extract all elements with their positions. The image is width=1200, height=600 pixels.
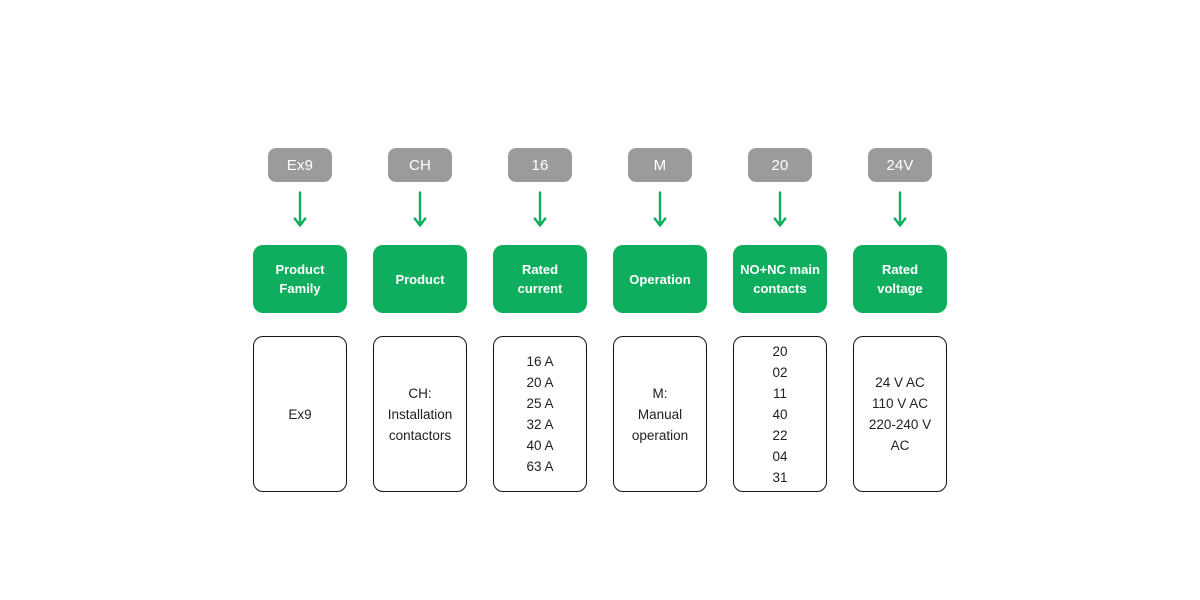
code-pill-label: CH bbox=[408, 156, 432, 174]
value-line: 31 bbox=[772, 469, 788, 485]
field-label: Rated current bbox=[517, 262, 563, 296]
field-values-box: 16 A 20 A 25 A 32 A 40 A 63 A bbox=[493, 336, 587, 492]
value-line: Manual bbox=[637, 406, 683, 422]
code-pill: 24V bbox=[868, 148, 932, 182]
code-pill: 20 bbox=[748, 148, 812, 182]
value-line: AC bbox=[890, 438, 910, 453]
down-arrow-icon bbox=[533, 191, 547, 227]
value-line: 20 A bbox=[526, 375, 554, 390]
value-line: 40 A bbox=[526, 438, 554, 453]
code-column: Ex9 Product Family Ex9 bbox=[253, 148, 347, 492]
field-label-box: Rated voltage bbox=[853, 245, 947, 313]
value-line: 22 bbox=[772, 427, 788, 443]
code-column: 16 Rated current 16 A 20 A 25 A 32 A 40 A 63 … bbox=[493, 148, 587, 492]
code-pill: M bbox=[628, 148, 692, 182]
value-line: 220-240 V bbox=[868, 417, 932, 432]
value-line: contactors bbox=[388, 427, 452, 443]
code-column: 20 NO+NC main contacts 20 02 11 40 22 04 31 bbox=[733, 148, 827, 492]
value-line: Installation bbox=[387, 406, 453, 422]
field-label-box: NO+NC main contacts bbox=[733, 245, 827, 313]
field-values-box: 20 02 11 40 22 04 31 bbox=[733, 336, 827, 492]
field-label: NO+NC main contacts bbox=[740, 262, 820, 296]
value-line: CH: bbox=[408, 385, 432, 401]
value-line: 25 A bbox=[526, 396, 554, 411]
code-pill: CH bbox=[388, 148, 452, 182]
code-pill-label: Ex9 bbox=[286, 156, 314, 174]
value-line: 11 bbox=[772, 385, 787, 401]
down-arrow-icon bbox=[653, 191, 667, 227]
code-column: CH Product CH: Installation contactors bbox=[373, 148, 467, 492]
field-values-box: Ex9 bbox=[253, 336, 347, 492]
down-arrow-icon bbox=[413, 191, 427, 227]
product-code-diagram: Ex9 Product Family Ex9 CH Product CH: Ins… bbox=[0, 148, 1200, 492]
field-label: Product Family bbox=[275, 262, 325, 296]
code-pill-label: M bbox=[653, 156, 667, 174]
down-arrow-icon bbox=[293, 191, 307, 227]
field-values-box: CH: Installation contactors bbox=[373, 336, 467, 492]
field-label-box: Operation bbox=[613, 245, 707, 313]
code-pill: 16 bbox=[508, 148, 572, 182]
value-line: M: bbox=[652, 385, 668, 401]
value-line: 110 V AC bbox=[871, 396, 929, 411]
value-line: 02 bbox=[772, 364, 788, 380]
field-label: Product bbox=[395, 271, 445, 287]
down-arrow-icon bbox=[773, 191, 787, 227]
value-line: 16 A bbox=[526, 354, 554, 369]
down-arrow-icon bbox=[893, 191, 907, 227]
value-line: 63 A bbox=[526, 459, 554, 474]
code-pill-label: 16 bbox=[531, 156, 549, 174]
value-line: 20 bbox=[772, 343, 788, 359]
field-values-box: M: Manual operation bbox=[613, 336, 707, 492]
value-line: 24 V AC bbox=[875, 375, 925, 390]
value-line: operation bbox=[631, 427, 689, 443]
field-label: Operation bbox=[629, 271, 691, 287]
value-line: 32 A bbox=[526, 417, 554, 432]
field-label-box: Product bbox=[373, 245, 467, 313]
field-label: Rated voltage bbox=[877, 262, 923, 296]
field-values-box: 24 V AC 110 V AC 220-240 V AC bbox=[853, 336, 947, 492]
value-line: 40 bbox=[772, 406, 788, 422]
code-pill: Ex9 bbox=[268, 148, 332, 182]
value-line: 04 bbox=[772, 448, 788, 464]
field-label-box: Rated current bbox=[493, 245, 587, 313]
code-pill-label: 24V bbox=[886, 156, 914, 174]
field-label-box: Product Family bbox=[253, 245, 347, 313]
code-pill-label: 20 bbox=[771, 156, 789, 174]
code-column: M Operation M: Manual operation bbox=[613, 148, 707, 492]
code-column: 24V Rated voltage 24 V AC 110 V AC 220-240… bbox=[853, 148, 947, 492]
value-line: Ex9 bbox=[288, 406, 312, 422]
